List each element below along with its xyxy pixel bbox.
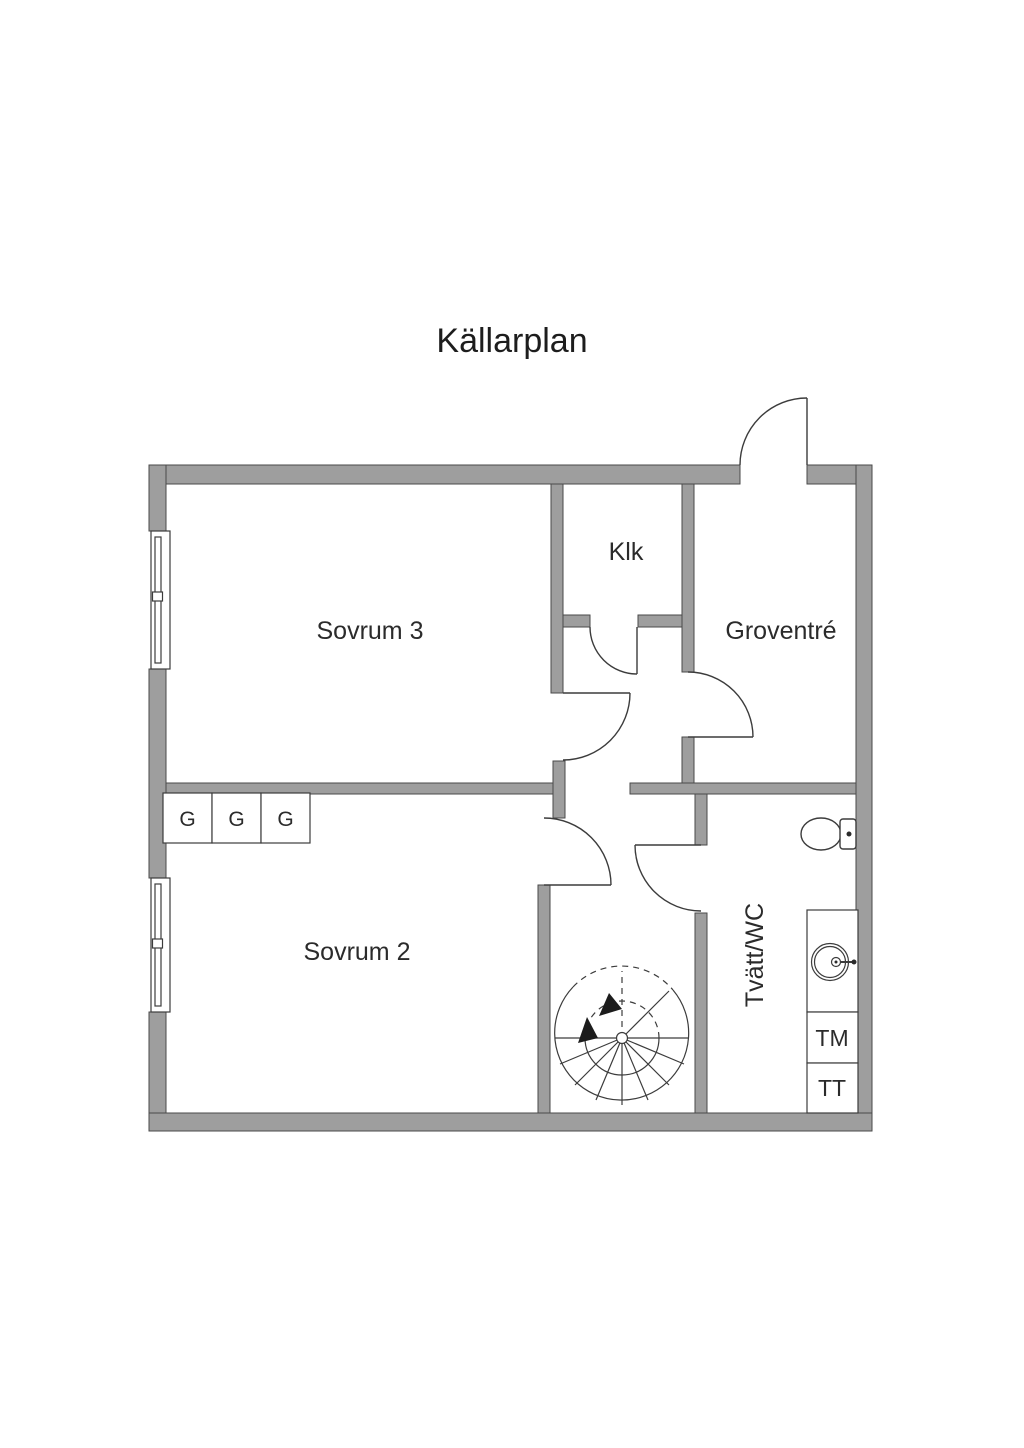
wardrobe-label: G: [228, 808, 244, 831]
room-label-sovrum3: Sovrum 3: [317, 617, 424, 645]
room-labels: Sovrum 3 Klk Groventré Sovrum 2 Tvätt/WC: [304, 538, 837, 1007]
room-label-groventre: Groventré: [725, 617, 836, 645]
wardrobe-label: G: [277, 808, 293, 831]
wardrobe-box: [211, 792, 262, 844]
wall-groventre-left-lower: [681, 736, 695, 784]
stair-direction-arrow: [578, 1017, 598, 1043]
doors: [543, 397, 808, 912]
door-groventre: [687, 671, 754, 738]
walls: [148, 464, 873, 1132]
wall-left-upper: [148, 464, 167, 532]
wall-tvatt-left-lower: [694, 912, 708, 1114]
room-label-klk: Klk: [609, 538, 644, 566]
plan-title: Källarplan: [436, 322, 587, 360]
washing-machine-box: TM: [806, 1011, 859, 1064]
dryer-box: TT: [806, 1062, 859, 1114]
stair-direction-arrow: [599, 993, 622, 1016]
wall-hall-bottom: [629, 782, 857, 795]
wall-bottom: [148, 1112, 873, 1132]
room-label-tvatt-wc: Tvätt/WC: [741, 903, 769, 1007]
wall-klk-left: [550, 483, 564, 694]
washing-machine-label: TM: [815, 1025, 848, 1051]
door-sovrum3: [562, 692, 631, 761]
door-sovrum2: [543, 817, 612, 886]
wardrobe-label: G: [179, 808, 195, 831]
wall-groventre-left-upper: [681, 483, 695, 673]
door-klk: [589, 626, 638, 675]
wall-klk-bottom-right: [637, 614, 683, 628]
sink-counter: [806, 909, 859, 1013]
window-upper: [150, 530, 171, 670]
wall-left-middle: [148, 668, 167, 879]
spiral-staircase-icon: [554, 965, 690, 1105]
entrance-door: [739, 397, 808, 466]
dryer-label: TT: [818, 1075, 846, 1101]
window-lower: [150, 877, 171, 1013]
room-label-sovrum2: Sovrum 2: [304, 938, 411, 966]
wall-top-left: [148, 464, 741, 485]
windows: [150, 530, 171, 1013]
wall-hall-mid-stub: [552, 760, 566, 819]
wall-sovrum2-right: [537, 884, 551, 1114]
wardrobe-box: [162, 792, 213, 844]
wardrobe-box: [260, 792, 311, 844]
wall-klk-bottom-left: [562, 614, 591, 628]
wardrobe-boxes: G G G: [162, 792, 311, 844]
door-tvatt-wc: [634, 844, 702, 912]
wall-sovrum3-bottom: [165, 782, 564, 795]
toilet-icon: [800, 817, 857, 851]
wall-tvatt-left-upper: [694, 793, 708, 846]
